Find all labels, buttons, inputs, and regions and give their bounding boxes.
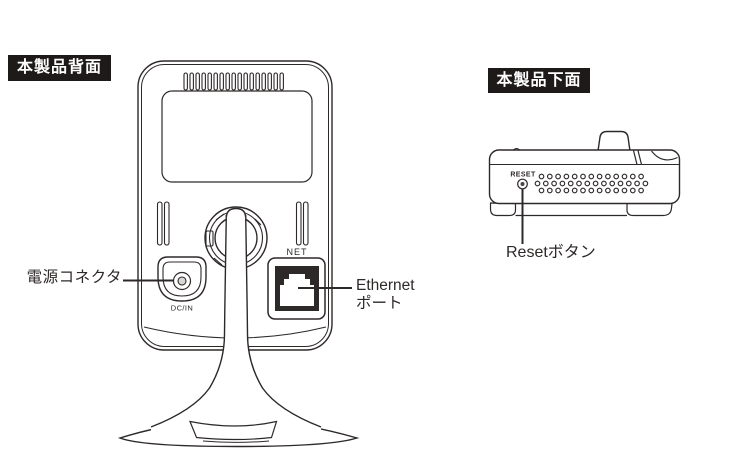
right-foot — [626, 202, 673, 217]
stand-right-contour — [245, 214, 322, 428]
stand-base-shading — [202, 440, 270, 443]
reset-button — [517, 178, 528, 190]
stand — [117, 207, 360, 448]
reset-engraving: RESET — [510, 172, 536, 179]
dc-in-engraving: DC/IN — [171, 304, 193, 313]
bottom-view-header: 本製品下面 — [488, 68, 590, 93]
power-connector-label: 電源コネクタ — [26, 269, 122, 286]
mount-notch-left — [205, 230, 214, 247]
bottom-body-outline — [488, 149, 681, 205]
ethernet-port-label-line1: Ethernet — [356, 277, 415, 294]
camera-back-illustration: DC/IN NET — [117, 60, 360, 448]
stand-neck-fill — [151, 209, 321, 433]
left-foot — [489, 202, 517, 217]
reset-button-label: Resetボタン — [506, 244, 596, 261]
rj45-jack-shape — [280, 274, 314, 306]
top-edge-bump — [512, 147, 521, 151]
stand-left-contour — [150, 214, 227, 428]
label-panel — [161, 90, 313, 183]
ethernet-port-label: Ethernet ポート — [356, 278, 415, 312]
ethernet-port-label-line2: ポート — [356, 295, 403, 312]
power-jack-pin — [177, 276, 187, 286]
back-view-header: 本製品背面 — [8, 55, 111, 81]
cable-cap — [225, 207, 247, 217]
mount-notch-marks — [213, 213, 262, 266]
lens-knob — [597, 130, 631, 152]
stand-base-cutout — [189, 420, 278, 441]
hinge-slant-lines — [632, 150, 643, 165]
camera-bottom-illustration: RESET — [488, 130, 681, 244]
net-engraving: NET — [287, 247, 308, 257]
lens-edge-arc — [651, 150, 678, 161]
